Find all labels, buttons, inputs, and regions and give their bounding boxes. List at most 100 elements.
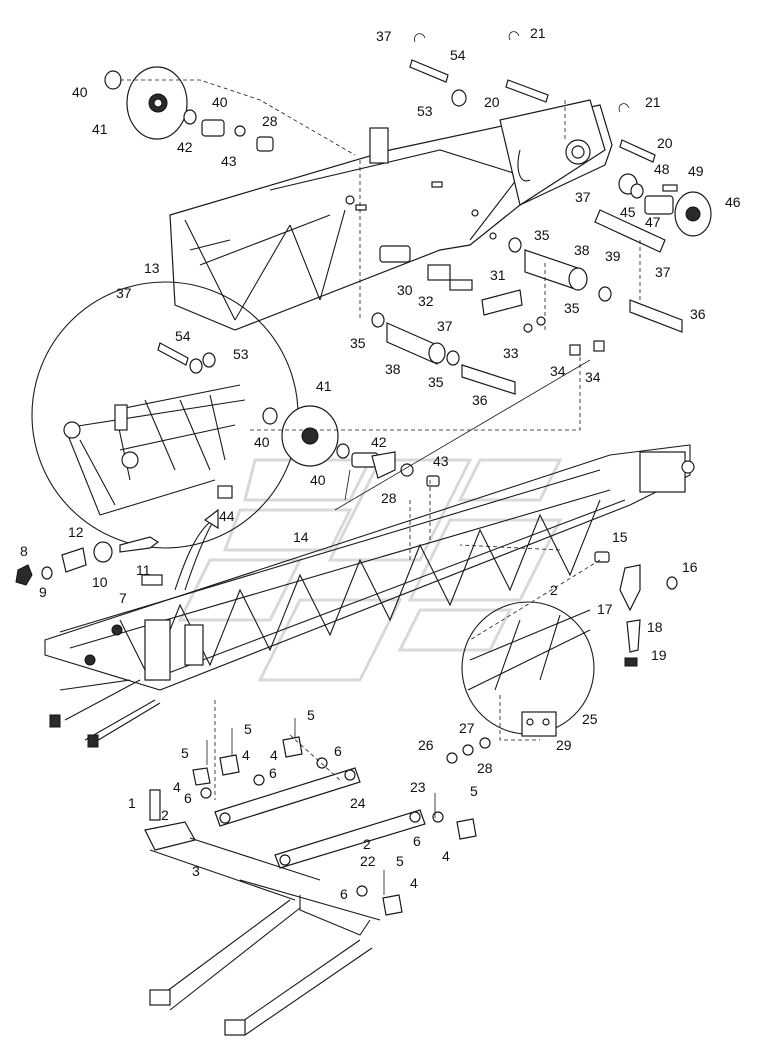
callout-20: 20 bbox=[484, 94, 500, 110]
callout-25: 25 bbox=[582, 711, 598, 727]
callout-1: 1 bbox=[128, 795, 136, 811]
callout-21: 21 bbox=[645, 94, 661, 110]
callout-38: 38 bbox=[385, 361, 401, 377]
callout-4: 4 bbox=[270, 747, 278, 763]
callout-9: 9 bbox=[39, 584, 47, 600]
callout-30: 30 bbox=[397, 282, 413, 298]
callout-48: 48 bbox=[654, 161, 670, 177]
callout-31: 31 bbox=[490, 267, 506, 283]
callout-5: 5 bbox=[244, 721, 252, 737]
callout-3: 3 bbox=[192, 863, 200, 879]
callout-27: 27 bbox=[459, 720, 475, 736]
callout-36: 36 bbox=[472, 392, 488, 408]
callout-16: 16 bbox=[682, 559, 698, 575]
callout-39: 39 bbox=[605, 248, 621, 264]
callout-18: 18 bbox=[647, 619, 663, 635]
callout-4: 4 bbox=[410, 875, 418, 891]
callout-5: 5 bbox=[307, 707, 315, 723]
callout-2: 2 bbox=[550, 582, 558, 598]
callout-42: 42 bbox=[177, 139, 193, 155]
callout-37: 37 bbox=[655, 264, 671, 280]
callout-43: 43 bbox=[221, 153, 237, 169]
callout-7: 7 bbox=[119, 590, 127, 606]
callout-40: 40 bbox=[72, 84, 88, 100]
callout-23: 23 bbox=[410, 779, 426, 795]
callout-41: 41 bbox=[316, 378, 332, 394]
callout-12: 12 bbox=[68, 524, 84, 540]
callout-5: 5 bbox=[181, 745, 189, 761]
callout-2: 2 bbox=[161, 807, 169, 823]
callout-28: 28 bbox=[381, 490, 397, 506]
boom-upper-section bbox=[169, 99, 613, 331]
callout-6: 6 bbox=[269, 765, 277, 781]
callout-54: 54 bbox=[175, 328, 191, 344]
link-arms-group bbox=[144, 767, 426, 1036]
callout-36: 36 bbox=[690, 306, 706, 322]
callout-49: 49 bbox=[688, 163, 704, 179]
callout-6: 6 bbox=[334, 743, 342, 759]
callout-29: 29 bbox=[556, 737, 572, 753]
callout-47: 47 bbox=[645, 214, 661, 230]
callout-6: 6 bbox=[413, 833, 421, 849]
callout-35: 35 bbox=[564, 300, 580, 316]
callout-33: 33 bbox=[503, 345, 519, 361]
callout-28: 28 bbox=[262, 113, 278, 129]
callout-37: 37 bbox=[376, 28, 392, 44]
callout-41: 41 bbox=[92, 121, 108, 137]
callout-54: 54 bbox=[450, 47, 466, 63]
callout-37: 37 bbox=[116, 285, 132, 301]
callout-44: 44 bbox=[219, 508, 235, 524]
callout-15: 15 bbox=[612, 529, 628, 545]
callout-5: 5 bbox=[396, 853, 404, 869]
watermark-logo bbox=[177, 458, 563, 682]
callout-32: 32 bbox=[418, 293, 434, 309]
middle-rollers-group bbox=[371, 237, 683, 395]
pins-group bbox=[149, 718, 491, 916]
callout-labels: 37 54 21 40 40 53 20 21 41 28 42 20 43 4… bbox=[20, 25, 741, 902]
callout-37: 37 bbox=[437, 318, 453, 334]
detail-view-top bbox=[31, 281, 299, 549]
callout-40: 40 bbox=[212, 94, 228, 110]
callout-26: 26 bbox=[418, 737, 434, 753]
callout-13: 13 bbox=[144, 260, 160, 276]
callout-38: 38 bbox=[574, 242, 590, 258]
left-small-parts bbox=[15, 508, 219, 591]
upper-sheave-assembly bbox=[104, 66, 274, 152]
callout-53: 53 bbox=[417, 103, 433, 119]
callout-24: 24 bbox=[350, 795, 366, 811]
callout-28: 28 bbox=[477, 760, 493, 776]
callout-35: 35 bbox=[428, 374, 444, 390]
callout-46: 46 bbox=[725, 194, 741, 210]
callout-10: 10 bbox=[92, 574, 108, 590]
detail-view-right bbox=[461, 601, 595, 737]
callout-6: 6 bbox=[184, 790, 192, 806]
callout-20: 20 bbox=[657, 135, 673, 151]
leader-lines bbox=[120, 79, 641, 800]
callout-37: 37 bbox=[575, 189, 591, 205]
callout-45: 45 bbox=[620, 204, 636, 220]
lower-sheave-assembly bbox=[262, 405, 440, 487]
callout-35: 35 bbox=[534, 227, 550, 243]
callout-34: 34 bbox=[585, 369, 601, 385]
callout-43: 43 bbox=[433, 453, 449, 469]
callout-4: 4 bbox=[442, 848, 450, 864]
callout-34: 34 bbox=[550, 363, 566, 379]
callout-8: 8 bbox=[20, 543, 28, 559]
callout-19: 19 bbox=[651, 647, 667, 663]
callout-4: 4 bbox=[173, 779, 181, 795]
callout-53: 53 bbox=[233, 346, 249, 362]
boom-main-truss bbox=[44, 444, 695, 748]
callout-35: 35 bbox=[350, 335, 366, 351]
callout-42: 42 bbox=[371, 434, 387, 450]
callout-40: 40 bbox=[254, 434, 270, 450]
callout-6: 6 bbox=[340, 886, 348, 902]
right-small-parts bbox=[594, 551, 678, 667]
callout-11: 11 bbox=[136, 562, 151, 578]
callout-4: 4 bbox=[242, 747, 250, 763]
callout-14: 14 bbox=[293, 529, 309, 545]
callout-5: 5 bbox=[470, 783, 478, 799]
callout-17: 17 bbox=[597, 601, 613, 617]
upper-pins-group bbox=[409, 31, 712, 253]
callout-22: 22 bbox=[360, 853, 376, 869]
